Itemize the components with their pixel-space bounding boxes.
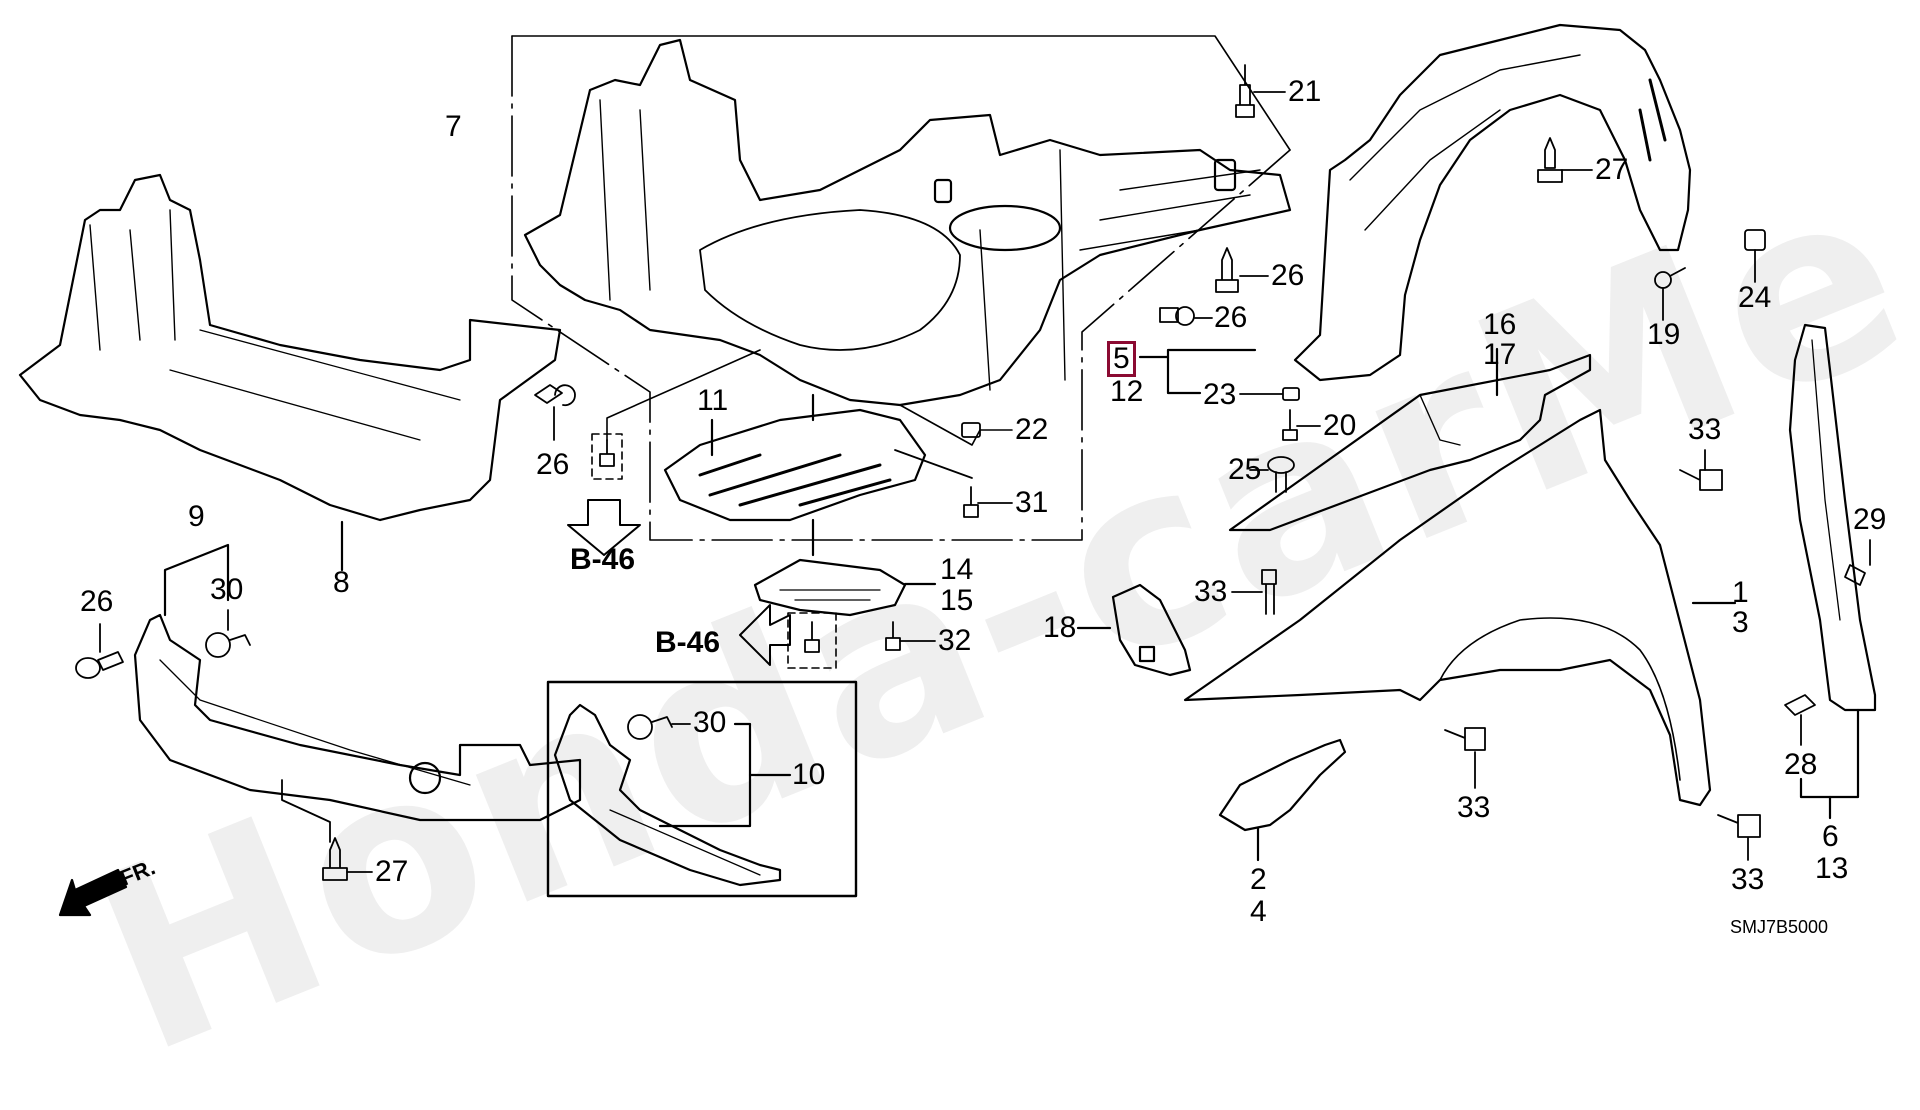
part-label-32[interactable]: 32 [938, 624, 972, 657]
part-label-26-upper[interactable]: 26 [1271, 259, 1305, 292]
bracket-part-2 [1218, 738, 1347, 832]
part-label-16[interactable]: 16 [1483, 308, 1517, 341]
cover-part-11 [663, 408, 927, 522]
part-label-33-upper[interactable]: 33 [1688, 413, 1722, 446]
diagram-code: SMJ7B5000 [1730, 917, 1829, 937]
part-label-1[interactable]: 1 [1732, 576, 1749, 609]
fastener-glyphs [75, 64, 1871, 881]
part-label-33-lower-right[interactable]: 33 [1731, 863, 1765, 896]
part-label-23[interactable]: 23 [1203, 378, 1237, 411]
reference-arrow-left [739, 604, 791, 666]
part-label-14[interactable]: 14 [940, 553, 974, 586]
parts-diagram: Honda-carMe.ru [18, 0, 1920, 1110]
part-label-11[interactable]: 11 [697, 384, 729, 417]
part-label-30[interactable]: 30 [210, 573, 244, 606]
reference-arrow-down [567, 499, 641, 556]
part-label-7[interactable]: 7 [445, 110, 462, 143]
part-label-21[interactable]: 21 [1288, 75, 1322, 108]
part-label-27-bottom[interactable]: 27 [375, 855, 409, 888]
fender-strip-part-16 [1228, 353, 1592, 532]
part-label-13[interactable]: 13 [1815, 852, 1849, 885]
part-label-18[interactable]: 18 [1043, 611, 1077, 644]
bracket-part-18 [1111, 583, 1192, 677]
leader-line-23-a [1166, 355, 1202, 395]
part-label-25[interactable]: 25 [1228, 453, 1262, 486]
leader-line-10-a [658, 722, 752, 828]
bumper-beam-part-9 [133, 613, 582, 822]
part-label-17[interactable]: 17 [1483, 338, 1517, 371]
part-label-19[interactable]: 19 [1647, 318, 1681, 351]
part-label-10[interactable]: 10 [792, 758, 826, 791]
part-label-5-highlighted[interactable]: 5 [1107, 341, 1136, 377]
front-fender-part-1 [1183, 408, 1712, 807]
part-label-12[interactable]: 12 [1110, 375, 1144, 408]
front-direction-arrow-icon [58, 868, 128, 917]
part-label-27-top[interactable]: 27 [1595, 153, 1629, 186]
part-label-28[interactable]: 28 [1784, 748, 1818, 781]
splash-guard-part-14 [753, 558, 907, 617]
part-label-26-left[interactable]: 26 [536, 448, 570, 481]
side-garnish-part-6 [1788, 323, 1877, 712]
part-label-33-left[interactable]: 33 [1194, 575, 1228, 608]
part-label-26-lower[interactable]: 26 [1214, 301, 1248, 334]
leader-line-9 [163, 543, 230, 617]
part-label-15[interactable]: 15 [940, 584, 974, 617]
reference-label-b46-top[interactable]: B-46 [570, 543, 636, 576]
part-label-31[interactable]: 31 [1015, 486, 1049, 519]
bumper-beam-part-10 [553, 703, 782, 887]
part-label-22[interactable]: 22 [1015, 413, 1049, 446]
inner-fender-part-5 [1293, 23, 1692, 382]
leader-line-5 [1138, 348, 1257, 359]
part-label-33-lower-middle[interactable]: 33 [1457, 791, 1491, 824]
under-cover-part-8 [18, 173, 562, 522]
part-label-8[interactable]: 8 [333, 566, 350, 599]
under-cover-part-7 [523, 38, 1292, 407]
part-label-24[interactable]: 24 [1738, 281, 1772, 314]
part-label-4[interactable]: 4 [1250, 895, 1267, 928]
part-label-20[interactable]: 20 [1323, 409, 1357, 442]
part-10-inset-frame [546, 680, 858, 898]
part-label-26-far-left[interactable]: 26 [80, 585, 114, 618]
part-label-3[interactable]: 3 [1732, 606, 1749, 639]
part-label-9[interactable]: 9 [188, 500, 205, 533]
leader-line-27-a [281, 779, 331, 843]
part-label-6[interactable]: 6 [1822, 820, 1839, 853]
part-label-2[interactable]: 2 [1250, 863, 1267, 896]
part-7-group-frame [511, 35, 1291, 541]
part-label-29[interactable]: 29 [1853, 503, 1887, 536]
reference-label-b46-left[interactable]: B-46 [655, 626, 721, 659]
diagram-artwork [18, 23, 1877, 917]
part-label-30-inset[interactable]: 30 [693, 706, 727, 739]
